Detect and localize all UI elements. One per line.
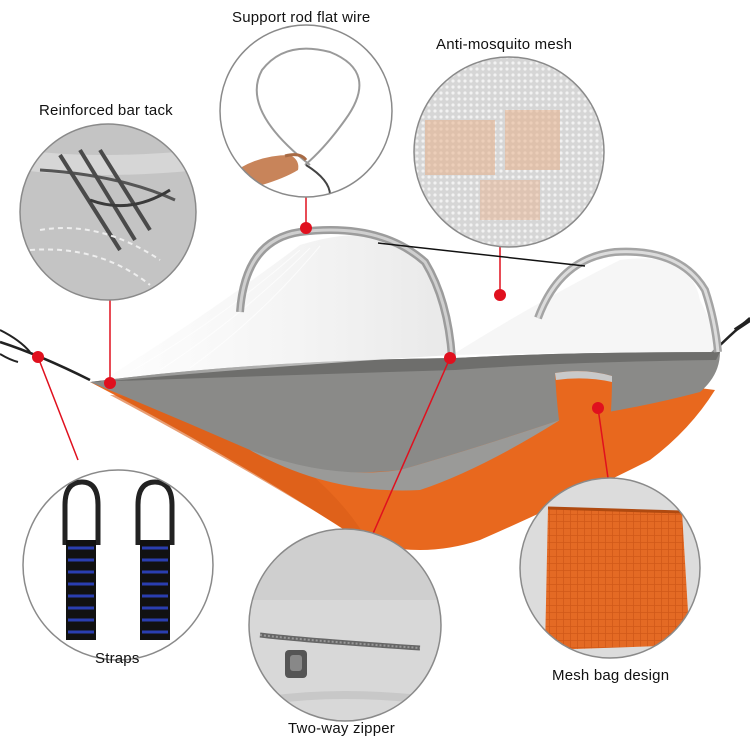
detail-bar-tack — [19, 123, 197, 301]
marker-support-rod — [300, 222, 312, 234]
callout-lines — [37, 197, 609, 546]
detail-mesh-bag — [519, 477, 701, 659]
marker-mesh-bag — [592, 402, 604, 414]
detail-straps — [22, 469, 214, 661]
hammock — [0, 226, 750, 550]
marker-zipper — [444, 352, 456, 364]
marker-bar-tack — [104, 377, 116, 389]
label-reinforced-bar-tack: Reinforced bar tack — [39, 102, 173, 119]
detail-zipper — [248, 528, 442, 722]
label-support-rod: Support rod flat wire — [232, 9, 371, 26]
label-mesh-bag-design: Mesh bag design — [552, 667, 670, 684]
marker-mesh — [494, 289, 506, 301]
label-straps: Straps — [95, 650, 140, 667]
callout-markers — [32, 222, 604, 414]
marker-straps — [32, 351, 44, 363]
detail-mesh — [413, 56, 605, 248]
detail-support-rod — [219, 24, 393, 198]
label-anti-mosquito-mesh: Anti-mosquito mesh — [436, 36, 573, 53]
label-two-way-zipper: Two-way zipper — [288, 720, 396, 737]
